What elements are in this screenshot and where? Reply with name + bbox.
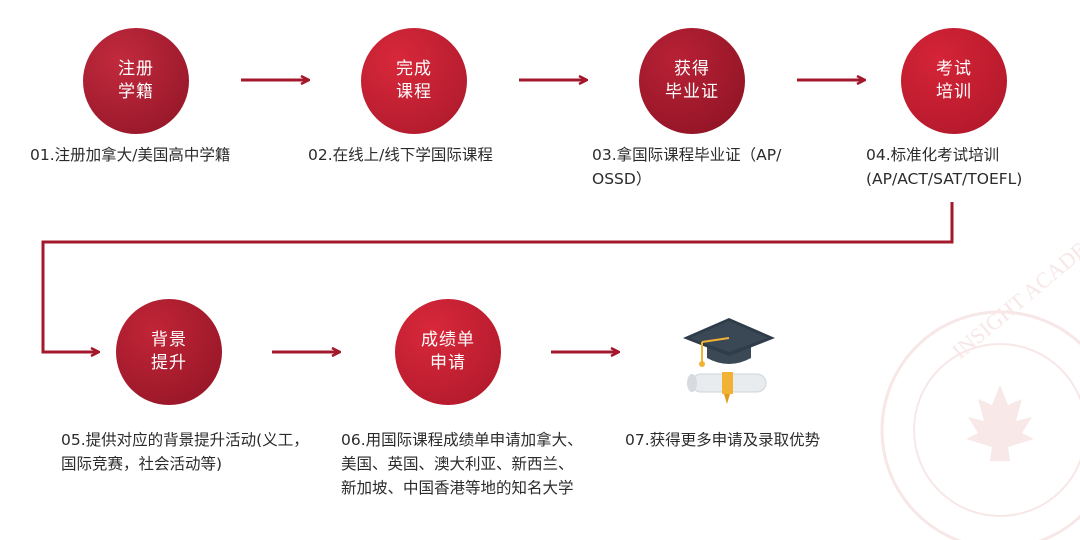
step-6-circle: 成绩单 申请	[395, 299, 501, 405]
step-6-caption-line-3: 新加坡、中国香港等地的知名大学	[341, 479, 574, 497]
step-3-circle: 获得 毕业证	[639, 28, 745, 134]
step-6-circle-line-2: 申请	[430, 353, 466, 373]
step-2-circle-line-2: 课程	[396, 82, 432, 102]
step-1-caption: 01.注册加拿大/美国高中学籍	[30, 143, 230, 167]
step-2-caption-line-1: 02.在线上/线下学国际课程	[308, 146, 493, 164]
step-7-caption: 07.获得更多申请及录取优势	[625, 428, 820, 452]
step-6-caption-line-1: 06.用国际课程成绩单申请加拿大、	[341, 431, 583, 449]
step-1-circle-line-2: 学籍	[118, 82, 154, 102]
step-4-caption-line-2: (AP/ACT/SAT/TOEFL)	[866, 170, 1023, 188]
step-4-circle-line-1: 考试	[936, 59, 972, 79]
step-3-circle-line-2: 毕业证	[665, 82, 719, 102]
step-6-caption-line-2: 美国、英国、澳大利亚、新西兰、	[341, 455, 574, 473]
step-2-caption: 02.在线上/线下学国际课程	[308, 143, 493, 167]
maple-leaf-icon	[966, 385, 1034, 461]
step-2-circle-line-1: 完成	[396, 59, 432, 79]
step-4-caption-line-1: 04.标准化考试培训	[866, 146, 1000, 164]
step-6-circle-line-1: 成绩单	[421, 330, 475, 350]
arrow-4-5	[41, 202, 954, 352]
step-5-caption-line-1: 05.提供对应的背景提升活动(义工，	[61, 431, 309, 449]
step-1-circle: 注册 学籍	[83, 28, 189, 134]
step-4-caption: 04.标准化考试培训 (AP/ACT/SAT/TOEFL)	[866, 143, 1022, 191]
graduation-cap-diploma-icon	[683, 318, 775, 404]
step-6-caption: 06.用国际课程成绩单申请加拿大、 美国、英国、澳大利亚、新西兰、 新加坡、中国…	[341, 428, 583, 500]
step-4-circle-line-2: 培训	[936, 82, 972, 102]
step-3-caption-line-1: 03.拿国际课程毕业证（AP/	[592, 146, 782, 164]
step-3-caption-line-2: OSSD）	[592, 170, 652, 188]
step-7-caption-line-1: 07.获得更多申请及录取优势	[625, 431, 821, 449]
step-3-caption: 03.拿国际课程毕业证（AP/ OSSD）	[592, 143, 781, 191]
watermark-text: INSIGHT ACADEMY	[947, 214, 1080, 364]
step-5-caption: 05.提供对应的背景提升活动(义工， 国际竞赛，社会活动等)	[61, 428, 309, 476]
step-2-circle: 完成 课程	[361, 28, 467, 134]
watermark-seal: INSIGHT ACADEMY	[880, 214, 1080, 540]
step-5-caption-line-2: 国际竞赛，社会活动等)	[61, 455, 223, 473]
step-4-circle: 考试 培训	[901, 28, 1007, 134]
step-1-circle-line-1: 注册	[118, 59, 154, 79]
step-3-circle-line-1: 获得	[674, 59, 710, 79]
step-1-caption-line-1: 01.注册加拿大/美国高中学籍	[30, 146, 231, 164]
step-5-circle-line-2: 提升	[151, 353, 187, 373]
step-5-circle: 背景 提升	[116, 299, 222, 405]
step-5-circle-line-1: 背景	[151, 330, 187, 350]
